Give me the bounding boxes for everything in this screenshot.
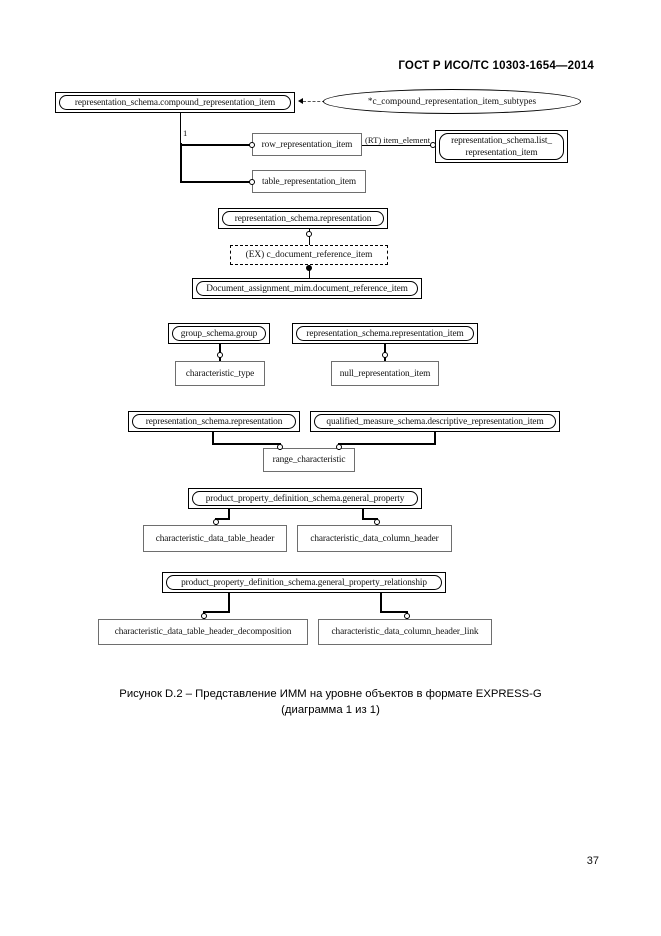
edge-terminator-table-representation-item	[249, 179, 255, 185]
node-list-representation-item-line1: representation_schema.list_	[451, 135, 552, 146]
edge-general-property-right-drop	[362, 509, 364, 519]
subtypes-dashed-connector	[303, 101, 325, 102]
edge-terminator-characteristic-type	[217, 352, 223, 358]
edge-to-row-representation-item	[180, 144, 252, 146]
node-characteristic-data-column-header[interactable]: characteristic_data_column_header	[297, 525, 452, 552]
edge-relationship-left-drop	[228, 593, 230, 612]
node-list-representation-item[interactable]: representation_schema.list_ representati…	[439, 133, 564, 160]
node-characteristic-type[interactable]: characteristic_type	[175, 361, 265, 386]
node-representation-2[interactable]: representation_schema.representation	[132, 414, 296, 429]
edge-terminator-table-header-decomposition	[201, 613, 207, 619]
node-general-property[interactable]: product_property_definition_schema.gener…	[192, 491, 418, 506]
edge-terminator-null-representation-item	[382, 352, 388, 358]
edge-relationship-right-elbow	[380, 611, 407, 613]
edge-terminator-column-header-link	[404, 613, 410, 619]
edge-representation2-drop	[212, 432, 214, 444]
edge-descriptive-drop	[434, 432, 436, 444]
edge-descriptive-elbow	[338, 443, 436, 445]
edge-terminator-list-representation-item	[430, 142, 436, 148]
node-general-property-relationship[interactable]: product_property_definition_schema.gener…	[166, 575, 442, 590]
node-compound-representation-item-subtypes[interactable]: *c_compound_representation_item_subtypes	[323, 89, 581, 114]
node-characteristic-data-table-header[interactable]: characteristic_data_table_header	[143, 525, 287, 552]
node-row-representation-item[interactable]: row_representation_item	[252, 133, 362, 156]
node-representation-item[interactable]: representation_schema.representation_ite…	[296, 326, 474, 341]
edge-terminator-column-header	[374, 519, 380, 525]
edge-terminator-representation	[306, 231, 312, 237]
node-document-reference-item[interactable]: (EX) c_document_reference_item	[230, 245, 388, 265]
node-table-representation-item[interactable]: table_representation_item	[252, 170, 366, 193]
edge-general-property-left-elbow	[215, 518, 230, 520]
node-null-representation-item[interactable]: null_representation_item	[331, 361, 439, 386]
edge-document-reference-to-assignment	[309, 265, 310, 279]
edge-terminator-table-header	[213, 519, 219, 525]
node-characteristic-data-column-header-link[interactable]: characteristic_data_column_header_link	[318, 619, 492, 645]
edge-terminator-document-reference	[306, 265, 312, 271]
edge-representation-to-document-reference	[309, 229, 310, 245]
edge-terminator-range-right	[336, 444, 342, 450]
edge-relationship-right-drop	[380, 593, 382, 612]
edge-general-property-right-elbow	[362, 518, 377, 520]
edge-label-cardinality-one: 1	[182, 128, 189, 138]
document-header-standard-number: ГОСТ Р ИСО/ТС 10303-1654—2014	[398, 60, 594, 72]
edge-label-item-element: (RT) item_element	[364, 135, 432, 145]
express-g-diagram: representation_schema.compound_represent…	[55, 89, 581, 645]
edge-representation2-elbow	[212, 443, 281, 445]
edge-terminator-range-left	[277, 444, 283, 450]
edge-relationship-left-elbow	[203, 611, 230, 613]
node-range-characteristic[interactable]: range_characteristic	[263, 448, 355, 472]
node-list-representation-item-line2: representation_item	[465, 147, 538, 158]
edge-terminator-row-representation-item	[249, 142, 255, 148]
node-compound-representation-item[interactable]: representation_schema.compound_represent…	[59, 95, 291, 110]
figure-caption-line2: (диаграмма 1 из 1)	[281, 704, 380, 716]
subtypes-arrow-icon	[298, 98, 303, 104]
node-group-schema-group[interactable]: group_schema.group	[172, 326, 266, 341]
page-number: 37	[586, 855, 599, 867]
node-characteristic-data-table-header-decomposition[interactable]: characteristic_data_table_header_decompo…	[98, 619, 308, 645]
figure-caption: Рисунок D.2 – Представление ИММ на уровн…	[0, 686, 661, 718]
edge-to-table-representation-item	[180, 181, 252, 183]
edge-compound-to-branch	[180, 113, 181, 161]
figure-caption-line1: Рисунок D.2 – Представление ИММ на уровн…	[119, 688, 542, 700]
edge-general-property-left-drop	[228, 509, 230, 519]
node-document-assignment-mim[interactable]: Document_assignment_mim.document_referen…	[196, 281, 418, 296]
node-descriptive-representation-item[interactable]: qualified_measure_schema.descriptive_rep…	[314, 414, 556, 429]
node-representation[interactable]: representation_schema.representation	[222, 211, 384, 226]
edge-branch-vertical	[180, 143, 182, 182]
edge-item-element	[362, 145, 435, 146]
